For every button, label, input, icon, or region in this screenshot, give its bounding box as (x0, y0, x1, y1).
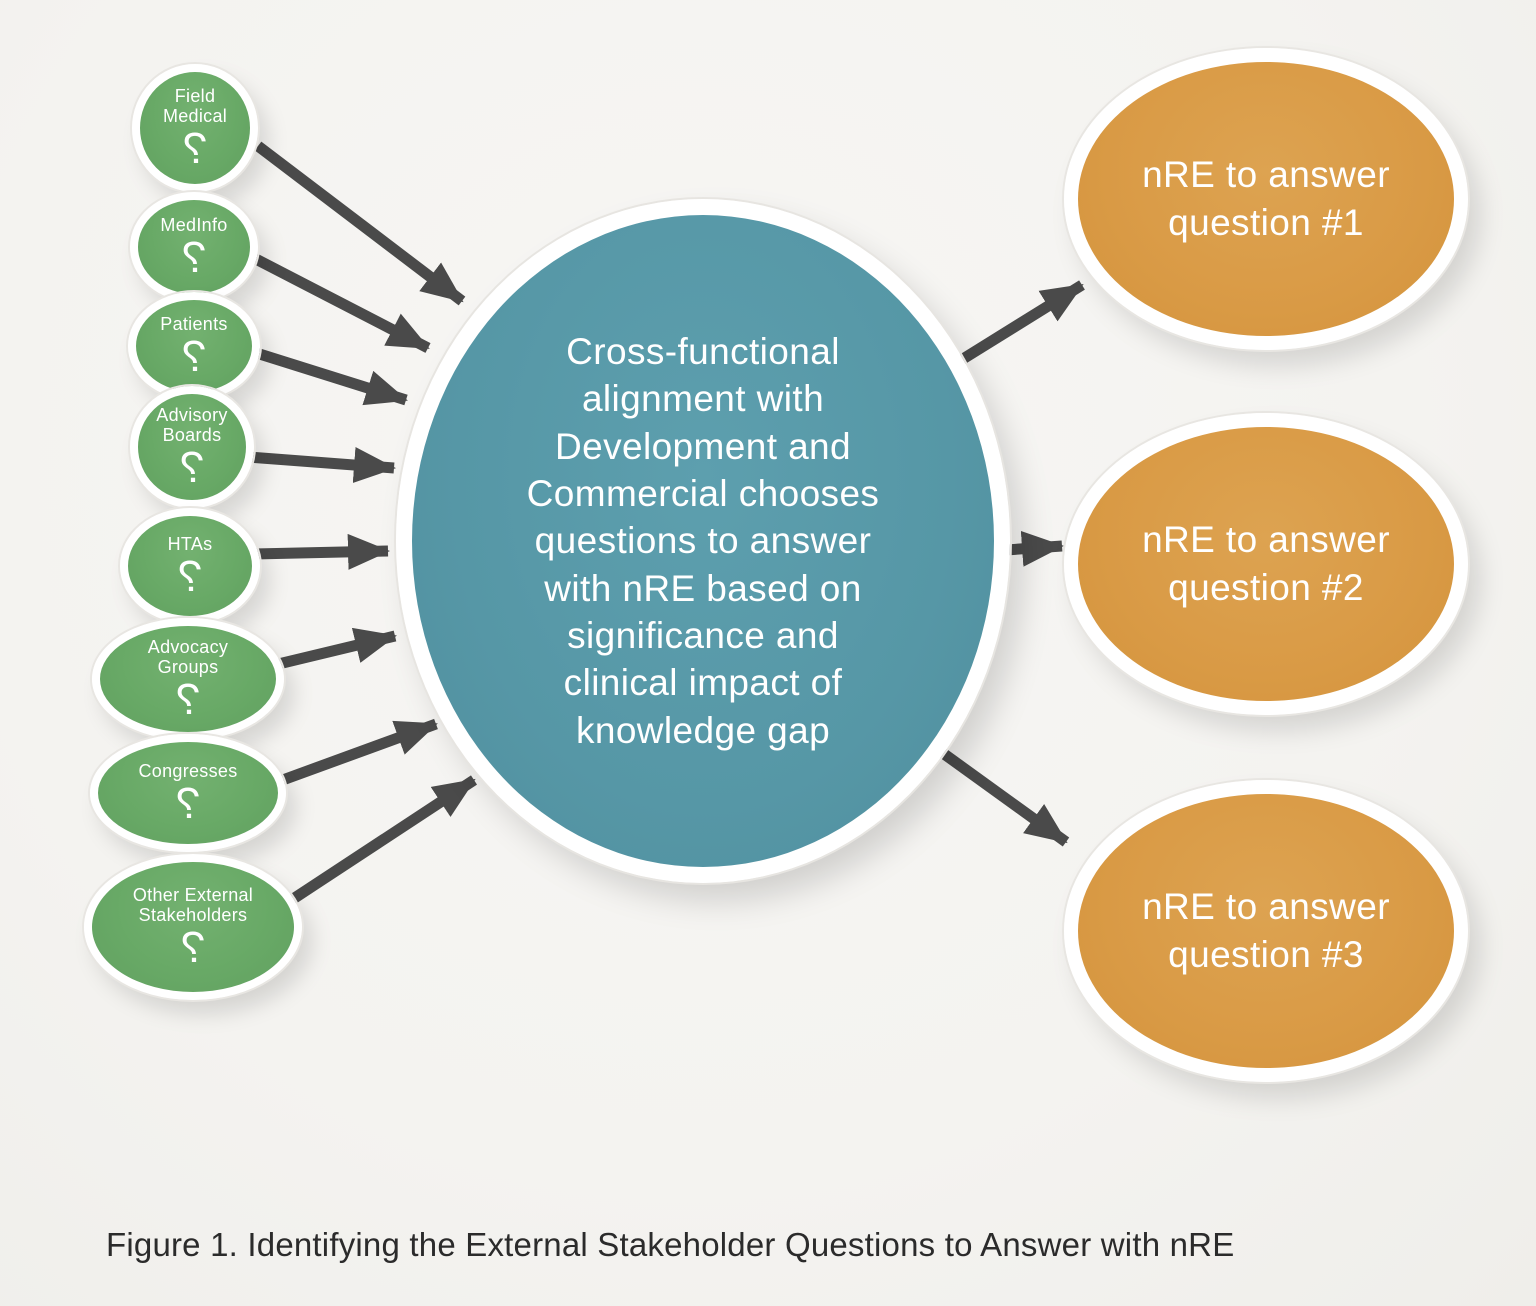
output-label: nRE to answer question #2 (1142, 518, 1390, 608)
stakeholder-label: MedInfo (160, 215, 228, 236)
stakeholder-label: HTAs (167, 534, 213, 555)
stakeholder-other-external: Other External Stakeholders ? (84, 854, 302, 1000)
stakeholder-htas: HTAs ? (120, 508, 260, 624)
stakeholder-label: Other External Stakeholders (132, 885, 254, 926)
figure-caption: Figure 1. Identifying the External Stake… (106, 1226, 1235, 1263)
stakeholder-label: Advocacy Groups (147, 637, 229, 678)
output-question-2: nRE to answer question #2 (1064, 413, 1468, 715)
arrow-field-medical-to-hub (254, 141, 466, 306)
stakeholder-advocacy-groups: Advocacy Groups ? (92, 618, 284, 740)
output-label: nRE to answer question #1 (1142, 153, 1390, 243)
question-mark-icon: ? (182, 124, 208, 174)
question-mark-icon: ? (180, 923, 206, 973)
arrow-hub-to-question3 (936, 746, 1070, 847)
arrow-advocacy-groups-to-hub (264, 627, 397, 673)
stakeholder-advisory-boards: Advisory Boards ? (130, 386, 254, 508)
question-mark-icon: ? (175, 675, 201, 725)
question-mark-icon: ? (177, 552, 203, 602)
arrow-hub-to-question1 (947, 280, 1085, 372)
output-question-1: nRE to answer question #1 (1064, 48, 1468, 350)
arrow-congresses-to-hub (278, 718, 438, 787)
question-mark-icon: ? (181, 233, 207, 283)
stakeholder-medinfo: MedInfo ? (130, 192, 258, 302)
hub-cross-functional-alignment: Cross-functional alignment with Developm… (396, 199, 1010, 883)
stakeholder-patients: Patients ? (128, 292, 260, 400)
question-mark-icon: ? (179, 443, 205, 493)
arrow-htas-to-hub (251, 533, 390, 570)
stakeholder-label: Congresses (138, 761, 238, 782)
stakeholder-label: Patients (160, 314, 228, 335)
arrow-other-external-to-hub (286, 775, 478, 906)
output-label: nRE to answer question #3 (1142, 885, 1390, 975)
hub-text: Cross-functional alignment with Developm… (526, 330, 880, 751)
arrow-advisory-boards-to-hub (247, 447, 396, 483)
stakeholder-congresses: Congresses ? (90, 734, 286, 852)
output-question-3: nRE to answer question #3 (1064, 780, 1468, 1082)
arrow-medinfo-to-hub (249, 252, 431, 353)
stakeholder-label: Field Medical (162, 86, 228, 127)
stakeholder-label: Advisory Boards (156, 405, 228, 446)
arrow-patients-to-hub (248, 345, 408, 406)
stakeholder-field-medical: Field Medical ? (132, 64, 258, 192)
question-mark-icon: ? (175, 779, 201, 829)
question-mark-icon: ? (181, 332, 207, 382)
